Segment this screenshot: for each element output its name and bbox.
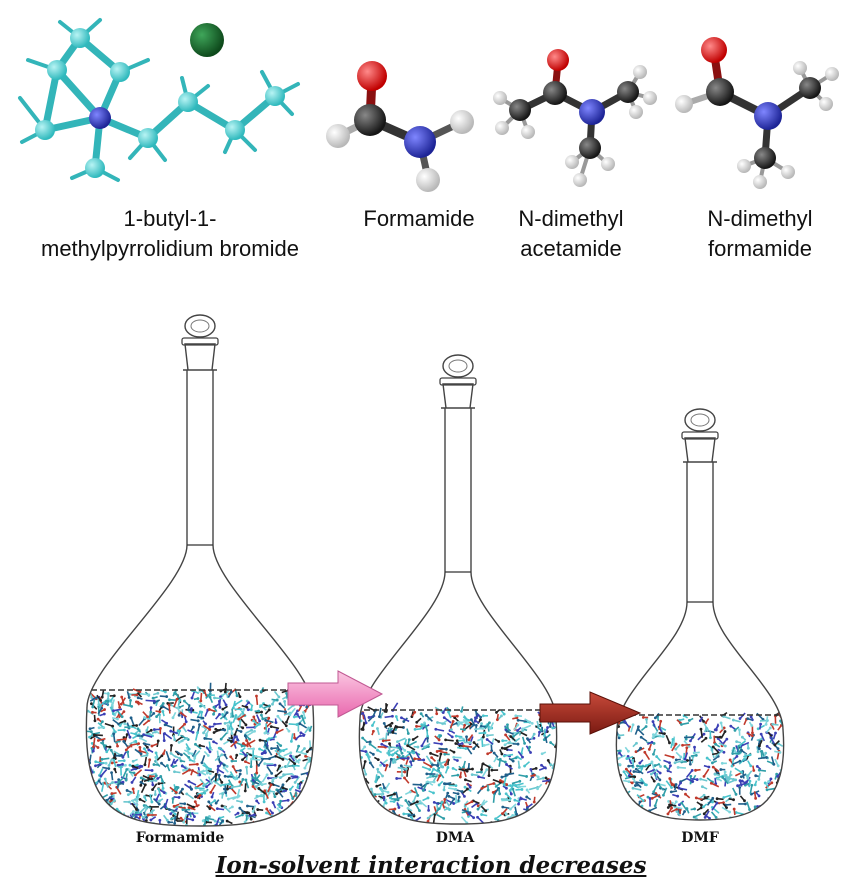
dmf-molecule	[675, 37, 839, 189]
flask-outline	[358, 408, 558, 825]
formamide-name: Formamide	[363, 206, 475, 231]
stopper	[681, 408, 719, 463]
arrow-formamide-to-dma	[287, 670, 384, 718]
ionic-liquid-name-line2: methylpyrrolidium bromide	[41, 236, 299, 261]
arrow-dma-to-dmf	[539, 691, 642, 735]
flask-outline	[85, 370, 315, 827]
dmf-name-line2: formamide	[708, 236, 812, 261]
dma-molecule	[493, 49, 657, 187]
stopper	[181, 314, 219, 371]
flask-label-formamide: Formamide	[135, 830, 225, 846]
caption: Ion-solvent interaction decreases	[215, 852, 647, 879]
stopper	[439, 354, 477, 409]
flask-label-dmf: DMF	[681, 830, 719, 846]
dmf-name-line1: N-dimethyl	[707, 206, 813, 231]
ionic-liquid-name-line1: 1-butyl-1-	[123, 206, 217, 231]
flask-formamide	[85, 314, 315, 827]
solution-molecules	[616, 708, 784, 820]
molecule-label-formamide: Formamide	[346, 204, 492, 234]
flask-label-dma: DMA	[435, 830, 475, 846]
flask-dmf	[615, 408, 785, 821]
ionic-liquid-molecule	[18, 18, 300, 182]
dma-name-line2: acetamide	[520, 236, 622, 261]
molecule-label-dmf: N-dimethyl formamide	[680, 204, 840, 264]
formamide-molecule	[326, 61, 474, 192]
molecule-label-dma: N-dimethyl acetamide	[496, 204, 646, 264]
dma-name-line1: N-dimethyl	[518, 206, 624, 231]
flask-outline	[615, 462, 785, 821]
solution-molecules	[359, 702, 557, 824]
molecule-label-ionic-liquid: 1-butyl-1- methylpyrrolidium bromide	[0, 204, 340, 264]
flask-dma	[358, 354, 558, 825]
bromide-ion	[190, 23, 224, 57]
